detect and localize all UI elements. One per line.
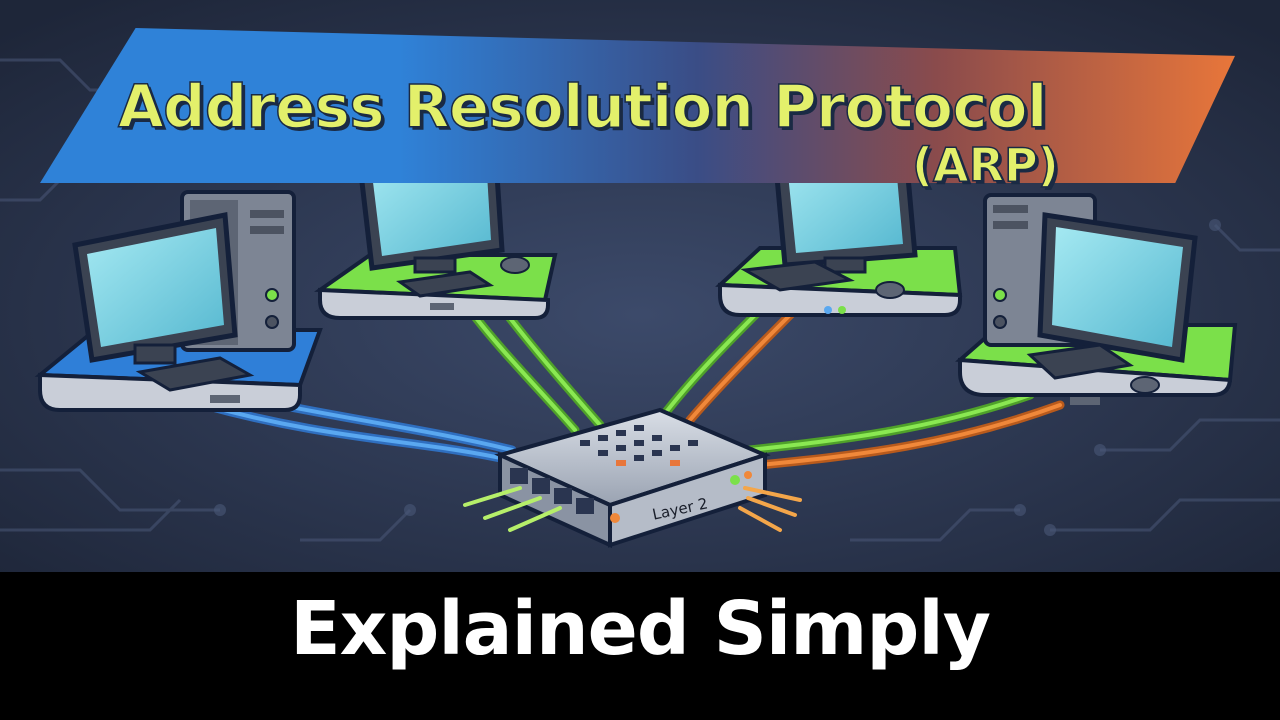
circuit-traces <box>0 58 1280 542</box>
title-banner <box>40 28 1235 183</box>
caption-text: Explained Simply <box>290 586 991 672</box>
caption-bar <box>0 572 1280 720</box>
desktop-computer-icon <box>34 190 323 412</box>
desktop-computer-icon <box>955 193 1238 405</box>
title-text: Address Resolution Protocol <box>117 71 1048 142</box>
title-subtext: (ARP) <box>911 137 1059 193</box>
network-switch-icon <box>463 407 802 549</box>
